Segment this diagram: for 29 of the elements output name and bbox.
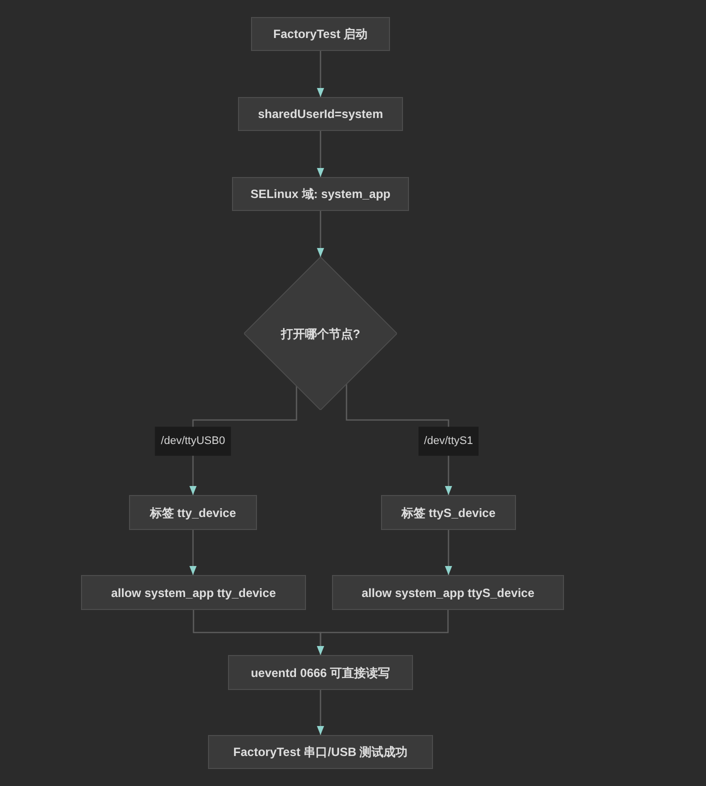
node-text: FactoryTest 串口/USB 测试成功 [233,744,408,761]
arrow [189,530,197,575]
edge-label: /dev/ttyUSB0 [154,426,232,456]
process-box [238,97,403,131]
node-text: SELinux 域: system_app [250,186,391,203]
edge-label: /dev/ttyS1 [418,426,479,456]
node-text: allow system_app ttyS_device [362,584,534,602]
process-box [81,575,306,610]
node-text: 打开哪个节点? [280,326,360,342]
node-text: 标签 tty_device [150,504,236,522]
node-text: ueventd 0666 可直接读写 [250,664,390,682]
arrow [316,610,449,655]
arrow [316,51,324,97]
process-box [129,495,257,530]
arrow [316,690,324,735]
process-box [332,575,564,610]
process-box [208,735,433,769]
decision-diamond [244,257,397,410]
node-text: FactoryTest 启动 [273,26,368,43]
node-text: allow system_app tty_device [111,584,276,602]
process-box [232,177,409,211]
process-box [381,495,516,530]
arrow [316,131,324,177]
process-box [251,17,390,51]
process-box [228,655,413,690]
arrow [444,530,452,575]
arrow [316,211,324,257]
node-text: 标签 ttyS_device [401,504,496,522]
node-text: sharedUserId=system [258,106,384,123]
